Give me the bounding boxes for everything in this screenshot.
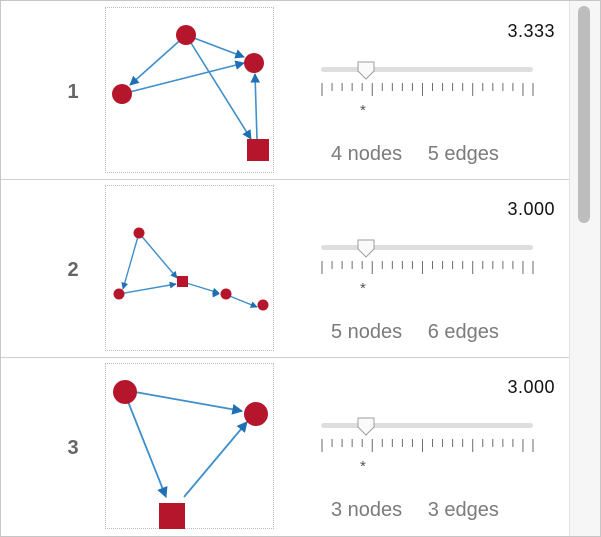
motif-counts: 4 nodes 5 edges (331, 143, 499, 166)
node-count: 4 nodes (331, 143, 403, 165)
motif-index: 1 (67, 81, 79, 103)
slider-ticks (321, 439, 534, 452)
motif-counts: 5 nodes 6 edges (331, 321, 499, 344)
graph-node (113, 288, 125, 300)
scrollbar-thumb[interactable] (578, 6, 590, 223)
slider-thumb[interactable] (356, 416, 376, 436)
motif-row[interactable]: 2 (1, 179, 569, 355)
graph-node (176, 25, 196, 45)
motif-row[interactable]: 3 (1, 357, 569, 533)
graph-edge (250, 73, 261, 140)
graph-node-square (177, 276, 188, 287)
graph-edge (185, 34, 252, 140)
motif-index: 2 (67, 259, 79, 281)
slider-marker: * (360, 280, 366, 297)
slider-track[interactable] (321, 423, 533, 428)
slider-ticks (321, 261, 534, 274)
slider-track[interactable] (321, 245, 533, 250)
graph-edge (226, 294, 258, 308)
edge-count: 6 edges (427, 321, 499, 343)
graph-edge (121, 232, 140, 290)
motif-score: 3.333 (507, 21, 555, 41)
motif-thumbnail (105, 7, 274, 173)
edge-count: 5 edges (427, 143, 499, 165)
motif-score: 3.000 (507, 199, 555, 219)
motif-counts: 3 nodes 3 edges (331, 499, 499, 522)
slider-ticks (321, 83, 534, 96)
graph-node-square (159, 503, 185, 529)
graph-node (113, 380, 137, 404)
graph-node (244, 53, 264, 73)
graph-node-square (247, 139, 269, 161)
graph-edge (185, 34, 245, 59)
row-divider (1, 357, 569, 358)
slider-track[interactable] (321, 67, 533, 72)
graph-edge (118, 281, 177, 295)
slider-thumb[interactable] (356, 238, 376, 258)
motif-thumbnail (105, 185, 274, 351)
motif-list: 1 (1, 1, 569, 536)
graph-edge (129, 34, 187, 86)
graph-edge (183, 421, 248, 498)
graph-node (220, 288, 232, 300)
motif-row[interactable]: 1 (1, 1, 569, 177)
slider-marker: * (360, 458, 366, 475)
slider-thumb[interactable] (356, 60, 376, 80)
vertical-scrollbar[interactable] (569, 1, 600, 536)
motif-index: 3 (67, 437, 79, 459)
graph-edge (182, 281, 220, 295)
motif-score: 3.000 (507, 377, 555, 397)
row-divider (1, 179, 569, 180)
edge-count: 3 edges (427, 499, 499, 521)
graph-node (244, 402, 268, 426)
motif-thumbnail (105, 363, 274, 529)
graph-node (257, 299, 269, 311)
graph-edge (134, 391, 244, 415)
graph-edge (124, 393, 168, 499)
node-count: 3 nodes (331, 499, 403, 521)
graph-node (133, 227, 145, 239)
graph-edge (138, 232, 178, 279)
graph-node (112, 84, 132, 104)
graph-edge (121, 60, 245, 95)
slider-marker: * (360, 102, 366, 119)
node-count: 5 nodes (331, 321, 403, 343)
